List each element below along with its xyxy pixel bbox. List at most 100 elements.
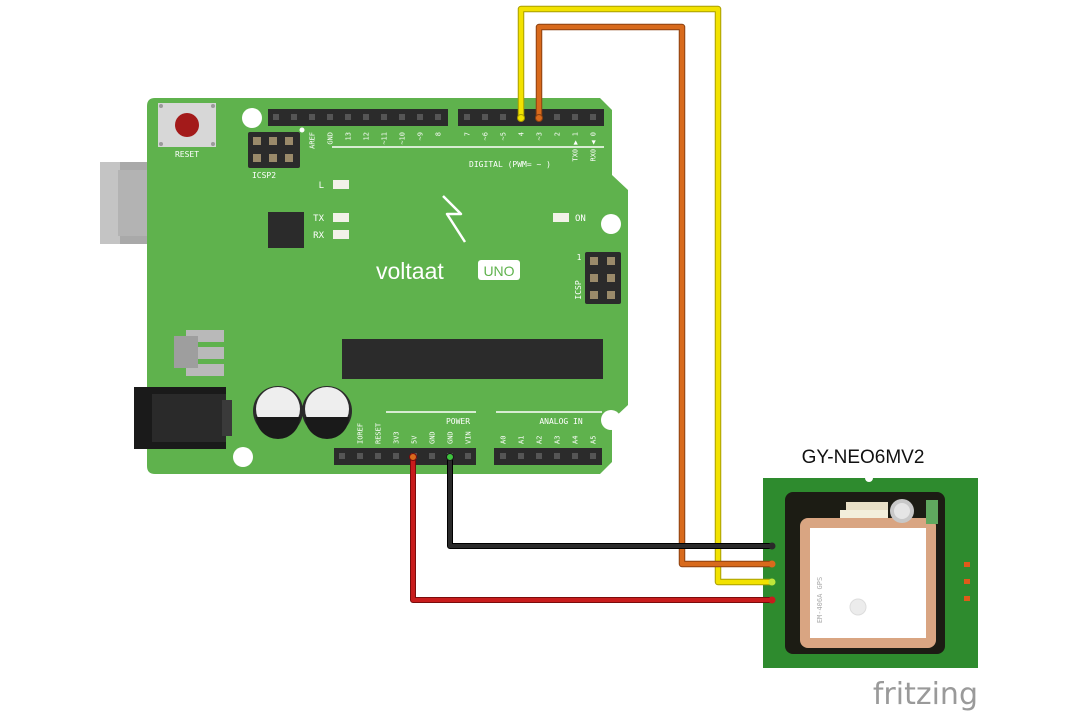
pin-hole — [500, 453, 506, 459]
bottom-pin-label: GND — [447, 431, 455, 444]
power-header — [334, 448, 476, 465]
icsp-pin1-label: 1 — [577, 253, 582, 262]
led-on — [553, 213, 569, 222]
digital-header-right — [458, 109, 604, 126]
top-pin-label: 12 — [363, 132, 371, 140]
top-pin-label: 13 — [345, 132, 353, 140]
digital-header-left — [268, 109, 448, 126]
pin-hole — [590, 114, 596, 120]
pin-hole — [309, 114, 315, 120]
icsp-label: ICSP — [574, 280, 583, 299]
pin-hole — [500, 114, 506, 120]
bottom-pin-label: A4 — [572, 436, 580, 444]
bottom-pin-holes — [339, 453, 596, 459]
model-label: UNO — [483, 263, 514, 279]
mounting-hole — [242, 108, 262, 128]
gps-module: EM-406A GPS — [763, 474, 978, 668]
led-tx — [333, 213, 349, 222]
analog-label: ANALOG IN — [539, 417, 583, 426]
pin-hole — [465, 453, 471, 459]
capacitor — [253, 386, 303, 439]
pin-hole — [435, 114, 441, 120]
top-pin-label: AREF — [309, 132, 317, 149]
wire-orange-d3-to-rx — [535, 23, 772, 568]
wire-yellow-d4-to-tx — [517, 5, 772, 586]
top-pin-label: GND — [327, 132, 335, 145]
led-l-label: L — [319, 181, 324, 191]
voltaat-logo-icon — [442, 195, 467, 243]
led-rx-label: RX — [313, 231, 324, 241]
pin-hole — [357, 453, 363, 459]
pin-hole — [518, 453, 524, 459]
top-pin-label: ~5 — [500, 132, 508, 140]
led-tx-label: TX — [313, 214, 324, 224]
pin-hole — [291, 114, 297, 120]
pin-hole — [429, 453, 435, 459]
power-label: POWER — [446, 417, 470, 426]
bottom-pin-label: VIN — [465, 431, 473, 444]
top-pin-label: ~3 — [536, 132, 544, 140]
led-rx — [333, 230, 349, 239]
top-pin-label: 2 — [554, 132, 562, 136]
antenna-feed-point — [849, 598, 867, 616]
reset-label: RESET — [175, 150, 199, 159]
pin-hole — [381, 114, 387, 120]
mounting-hole — [601, 214, 621, 234]
pin-hole — [482, 114, 488, 120]
voltage-regulator — [174, 330, 224, 376]
arduino-uno-board: RESET ICSP2 L TX RX ON voltaat UNO — [100, 98, 628, 474]
gps-module-title: GY-NEO6MV2 — [802, 447, 925, 468]
wire-black-gnd — [447, 457, 772, 549]
usb-chip — [268, 212, 304, 248]
pin-hole — [327, 114, 333, 120]
pin-hole — [554, 114, 560, 120]
pin-hole — [339, 453, 345, 459]
microcontroller-chip — [342, 339, 603, 379]
model-badge — [478, 260, 520, 280]
mounting-hole — [233, 447, 253, 467]
pin-hole — [399, 114, 405, 120]
pin-hole — [554, 453, 560, 459]
pin-hole — [572, 453, 578, 459]
bottom-pin-label: GND — [429, 431, 437, 444]
top-pin-label: 8 — [435, 132, 443, 136]
led-l — [333, 180, 349, 189]
icsp-header — [585, 252, 621, 304]
top-pin-label: ~9 — [417, 132, 425, 140]
bottom-pin-label: IOREF — [357, 423, 365, 444]
mounting-hole — [601, 410, 621, 430]
pin-hole — [345, 114, 351, 120]
wire-red-5v — [410, 457, 772, 603]
pin-hole — [273, 114, 279, 120]
top-pin-label: 4 — [518, 132, 526, 136]
pin-hole — [417, 114, 423, 120]
antenna-text: EM-406A GPS — [816, 577, 824, 623]
board-pcb — [147, 98, 628, 474]
bottom-pin-label: 3V3 — [393, 431, 401, 444]
led-on-label: ON — [575, 214, 586, 224]
pin-hole — [464, 114, 470, 120]
analog-header — [494, 448, 602, 465]
bottom-pin-label: A1 — [518, 436, 526, 444]
top-pin-label: ~10 — [399, 132, 407, 145]
icsp2-label: ICSP2 — [252, 171, 276, 180]
icsp2-header — [248, 127, 305, 168]
bottom-pin-label: 5V — [411, 435, 419, 444]
top-pin-label: ~6 — [482, 132, 490, 140]
pin-hole — [363, 114, 369, 120]
brand-name: voltaat — [376, 258, 444, 284]
bottom-pin-label: A3 — [554, 436, 562, 444]
bottom-pin-label: A5 — [590, 436, 598, 444]
bottom-pin-label: A0 — [500, 436, 508, 444]
pin-hole — [590, 453, 596, 459]
reset-button[interactable] — [158, 103, 216, 147]
top-pin-label: ~11 — [381, 132, 389, 145]
power-jack — [134, 387, 232, 449]
fritzing-watermark: fritzing — [873, 677, 978, 712]
digital-label: DIGITAL (PWM= ~ ) — [469, 160, 551, 169]
pin-hole — [393, 453, 399, 459]
capacitor — [302, 386, 352, 439]
bottom-pin-label: A2 — [536, 436, 544, 444]
